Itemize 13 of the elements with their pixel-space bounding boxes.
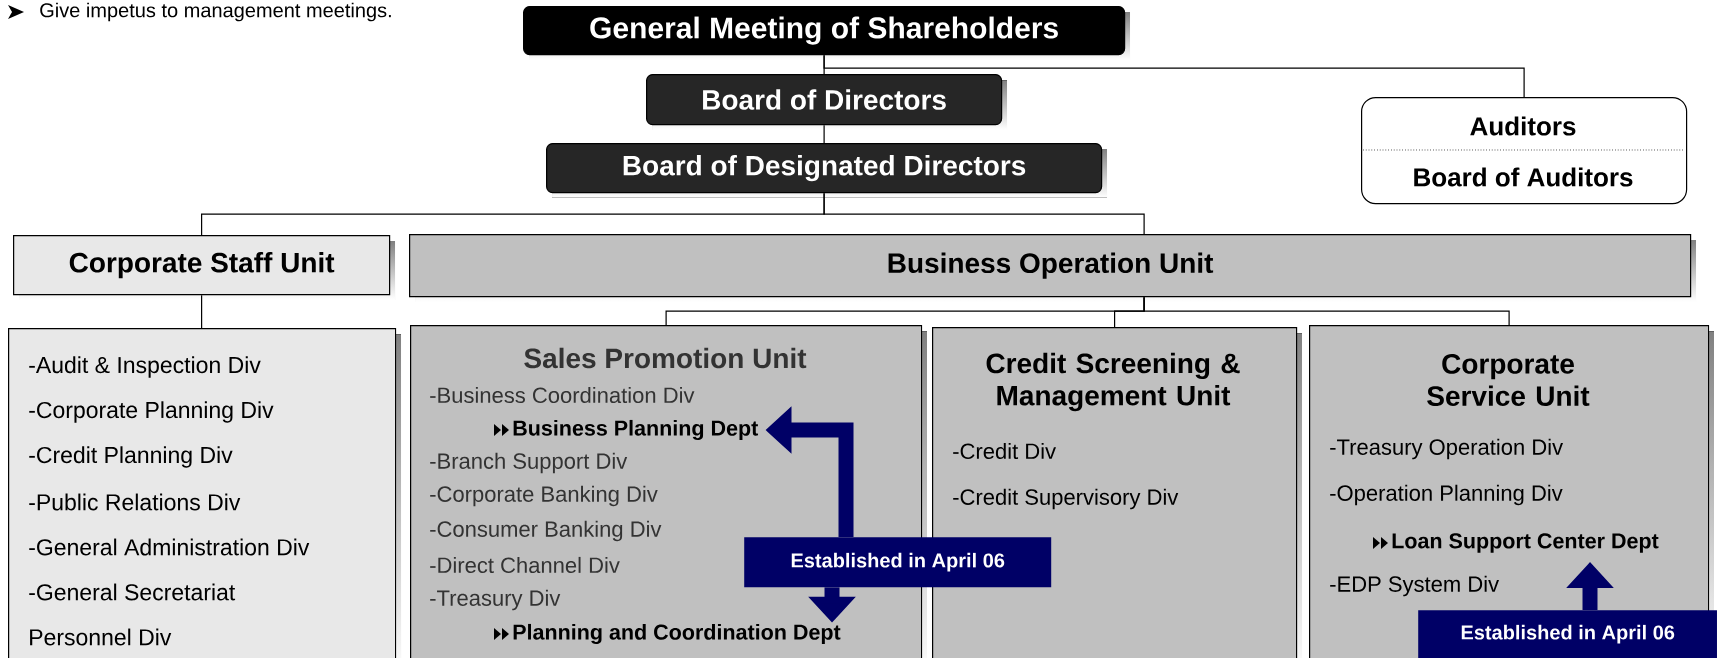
title-box: General Meeting of Shareholders: [523, 6, 1130, 60]
auditor-title: Auditors: [1470, 116, 1576, 136]
connector-line: [201, 294, 203, 329]
title-box: Business Operation Unit: [409, 234, 1696, 302]
auditor-title: Board of Auditors: [1414, 167, 1633, 187]
connector-line: [823, 192, 1145, 235]
connector-line: [823, 54, 1525, 98]
title-box: Board of Directors: [646, 74, 1007, 130]
connector-line: [1143, 296, 1510, 326]
title-box: Board of Designated Directors: [546, 143, 1107, 198]
title-box: Corporate Staff Unit: [13, 235, 395, 300]
connector-line: [823, 124, 825, 144]
note-text: Give impetus to management meetings.: [40, 2, 391, 22]
